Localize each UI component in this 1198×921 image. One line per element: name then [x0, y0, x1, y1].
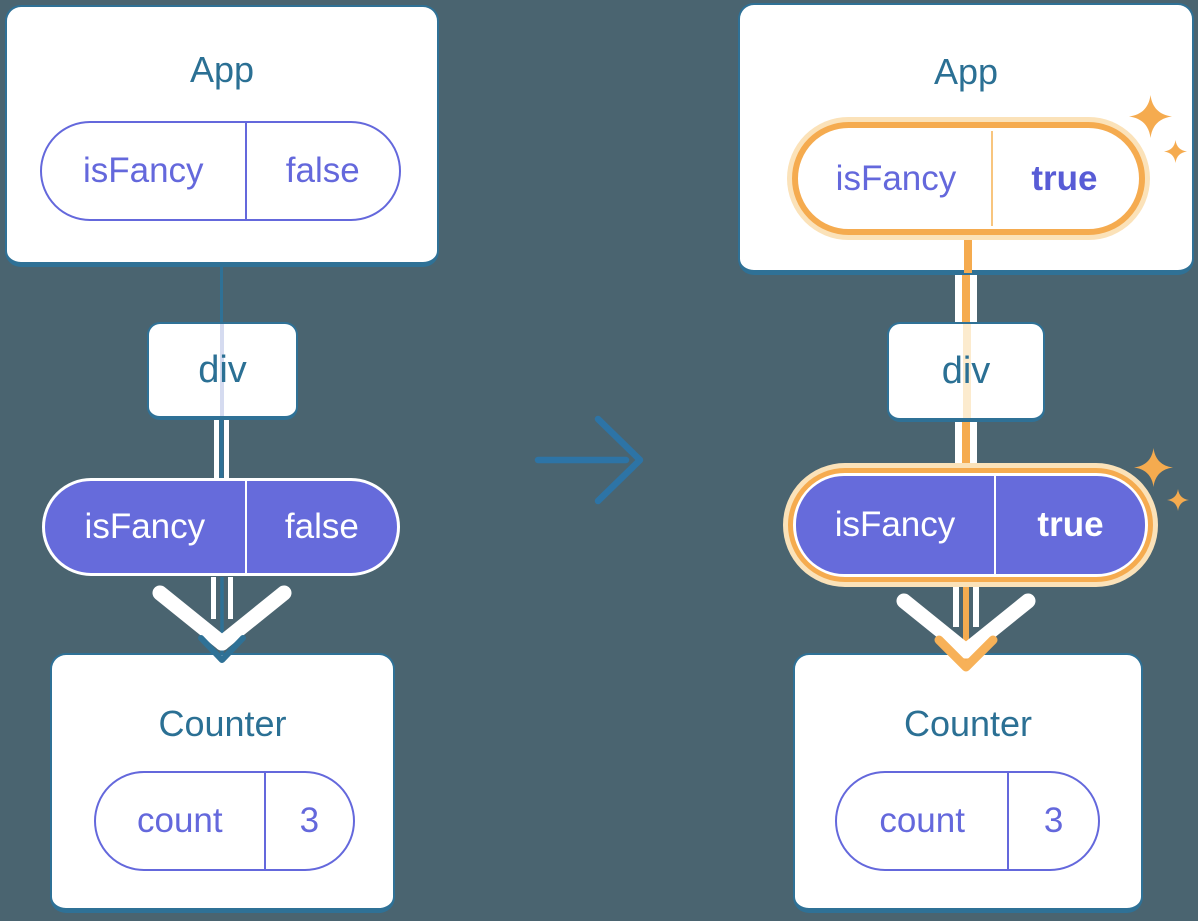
- right-passed-prop-pill-highlight: isFancy true: [783, 463, 1158, 587]
- left-div-label: div: [198, 348, 247, 391]
- prop-key: isFancy: [801, 131, 993, 226]
- left-counter-card: Counter count 3: [50, 653, 395, 913]
- right-counter-state-pill: count 3: [835, 771, 1100, 871]
- left-div-node: div: [147, 322, 298, 420]
- right-props-arrow-down-icon: [896, 587, 1036, 672]
- right-div-pass-through-stripe: [963, 324, 971, 418]
- sparkle-icon: [1134, 448, 1189, 511]
- left-div-pill-props-pipe: [214, 416, 229, 482]
- prop-value: false: [285, 151, 360, 190]
- state-key: count: [96, 773, 266, 869]
- left-counter-state-pill: count 3: [94, 771, 355, 871]
- right-app-div-highlighted-pipe: [955, 270, 977, 326]
- prop-key: isFancy: [796, 476, 996, 574]
- left-app-div-connector-line: [220, 262, 223, 326]
- prop-value: false: [284, 507, 359, 546]
- right-passed-prop-pill: isFancy true: [796, 476, 1145, 574]
- right-app-prop-pill-highlight: isFancy true: [787, 117, 1150, 240]
- left-app-title: App: [189, 49, 255, 90]
- right-app-title: App: [933, 51, 999, 92]
- right-app-prop-pill: isFancy true: [801, 131, 1136, 226]
- right-counter-card: Counter count 3: [793, 653, 1143, 913]
- left-props-arrow-down-icon: [152, 577, 292, 663]
- state-value: 3: [299, 801, 320, 840]
- left-passed-prop-pill: isFancy false: [42, 478, 400, 576]
- right-app-pill-stem-line: [964, 233, 972, 273]
- right-div-node: div: [887, 322, 1045, 422]
- transition-arrow-right-icon: [534, 415, 644, 505]
- left-div-pass-through-stripe: [220, 324, 224, 416]
- prop-value: true: [1037, 505, 1104, 544]
- right-app-card: App isFancy true: [738, 3, 1194, 275]
- prop-key: isFancy: [45, 481, 247, 573]
- prop-value: true: [1031, 158, 1098, 198]
- state-key: count: [837, 773, 1010, 869]
- left-app-prop-pill: isFancy false: [40, 121, 401, 221]
- sparkle-icon: [1129, 95, 1187, 163]
- state-value: 3: [1043, 801, 1064, 840]
- left-app-card: App isFancy false: [5, 5, 439, 267]
- prop-key: isFancy: [42, 123, 247, 219]
- right-div-label: div: [941, 349, 991, 392]
- right-div-pill-highlighted-pipe: [955, 416, 977, 468]
- left-counter-title: Counter: [158, 703, 287, 744]
- right-counter-title: Counter: [903, 703, 1033, 744]
